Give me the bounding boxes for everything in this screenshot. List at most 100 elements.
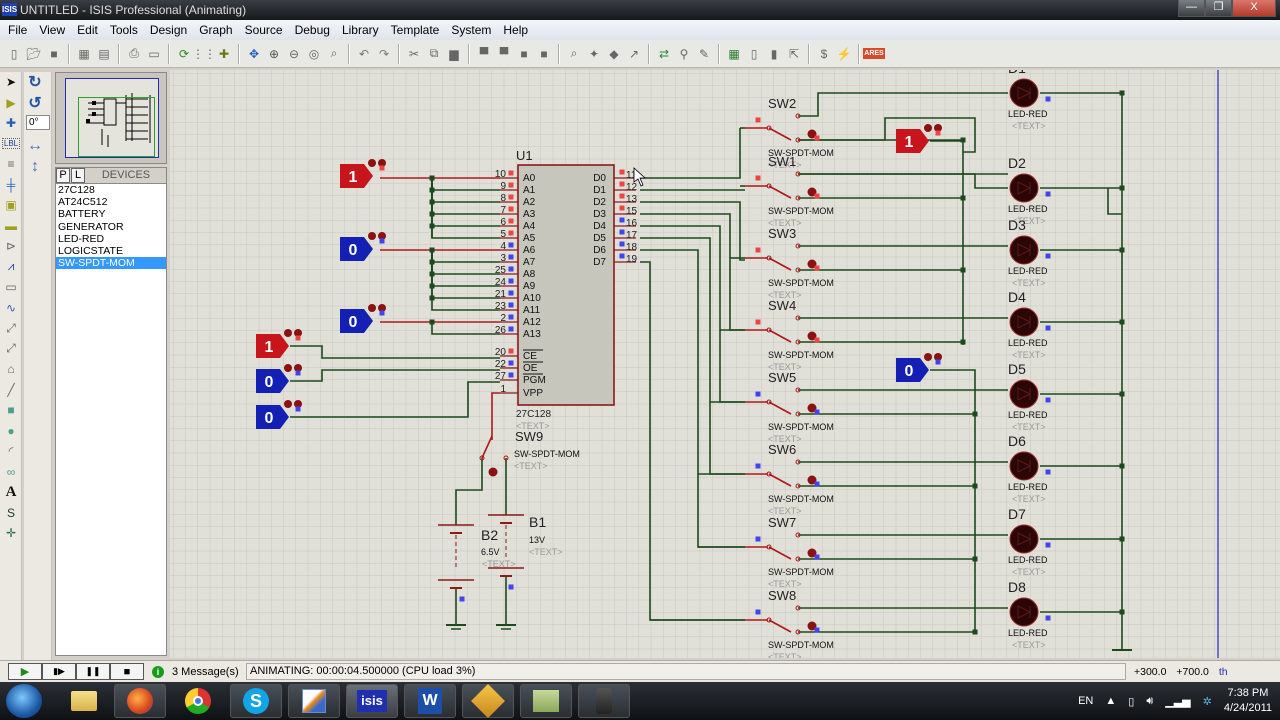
menu-design[interactable]: Design	[149, 23, 188, 37]
logic-state-body[interactable]	[340, 164, 373, 188]
property-assign-button[interactable]: ✎	[695, 44, 714, 63]
logic-state-ls-sw-lower[interactable]: 0	[896, 358, 929, 382]
menu-template[interactable]: Template	[390, 23, 440, 37]
taskbar-explorer[interactable]	[58, 684, 110, 718]
led-5[interactable]	[1009, 379, 1039, 409]
import-button[interactable]: ▦	[75, 44, 94, 63]
paste-button[interactable]: ▆	[445, 44, 464, 63]
logic-state-ls-a6-a11[interactable]: 0	[340, 237, 373, 261]
logic-state-value[interactable]: 0	[349, 242, 358, 259]
generator-tool[interactable]: ∿	[0, 298, 22, 319]
start-button[interactable]	[6, 684, 42, 718]
zoom-in-button[interactable]: ⊕	[265, 44, 284, 63]
new-file-button[interactable]: ▯	[5, 44, 24, 63]
show-hidden-icons[interactable]: ▲	[1105, 695, 1117, 707]
device-item[interactable]: 27C128	[58, 184, 95, 196]
menu-tools[interactable]: Tools	[109, 23, 138, 37]
text-script-tool[interactable]: ≡	[0, 154, 22, 175]
minimize-button[interactable]: —	[1178, 0, 1205, 17]
save-file-button[interactable]: ■	[45, 44, 64, 63]
logic-state-body[interactable]	[896, 129, 929, 153]
switch-button[interactable]	[807, 331, 817, 341]
circle-tool[interactable]: ●	[0, 421, 22, 442]
logic-state-ls-pgm[interactable]: 0	[256, 405, 289, 429]
packaging-button[interactable]: ◆	[605, 44, 624, 63]
device-item[interactable]: LOGICSTATE	[58, 244, 123, 257]
pan-button[interactable]: ✥	[245, 44, 264, 63]
led-8[interactable]	[1009, 597, 1039, 627]
switch-button[interactable]	[807, 475, 817, 485]
taskbar-notepad[interactable]	[520, 684, 572, 718]
logic-state-body[interactable]	[256, 334, 289, 358]
logic-state-body[interactable]	[340, 237, 373, 261]
units-toggle[interactable]: th	[1218, 665, 1228, 678]
play-button[interactable]: ▶	[8, 663, 42, 680]
logic-state-value[interactable]: 0	[905, 363, 914, 380]
mirror-x-icon[interactable]: ↔	[27, 137, 43, 155]
origin-button[interactable]: ✚	[215, 44, 234, 63]
logic-state-body[interactable]	[896, 358, 929, 382]
zoom-out-button[interactable]: ⊖	[285, 44, 304, 63]
sync-icon[interactable]: ✲	[1202, 695, 1212, 708]
logic-state-value[interactable]: 1	[905, 134, 914, 151]
search-tag-button[interactable]: ⚲	[675, 44, 694, 63]
grid-button[interactable]: ⋮⋮	[192, 44, 216, 63]
switch-button[interactable]	[807, 403, 817, 413]
logic-state-value[interactable]: 1	[349, 169, 358, 186]
zoom-area-button[interactable]: ⌕	[325, 44, 344, 63]
junction-dot-tool[interactable]: ✚	[0, 113, 22, 134]
decompose-button[interactable]: ↗	[625, 44, 644, 63]
block-copy-button[interactable]: ▀	[475, 44, 494, 63]
restore-button[interactable]: ❐	[1205, 0, 1232, 17]
menu-help[interactable]: Help	[503, 23, 529, 37]
redo-button[interactable]: ↷	[375, 44, 394, 63]
terminals-tool[interactable]: ▬	[0, 216, 22, 237]
action-center-icon[interactable]: ▯	[1128, 695, 1135, 708]
switch-button[interactable]	[807, 187, 817, 197]
menu-view[interactable]: View	[39, 23, 66, 37]
pick-device-button[interactable]: ⌕	[565, 44, 584, 63]
tape-recorder-tool[interactable]: ▭	[0, 277, 22, 298]
device-item[interactable]: AT24C512	[58, 196, 108, 209]
device-item[interactable]: BATTERY	[58, 208, 106, 221]
led-7[interactable]	[1009, 524, 1039, 554]
graph-tool[interactable]: ⩘	[0, 257, 22, 278]
copy-button[interactable]: ⧉	[425, 44, 444, 63]
block-rotate-button[interactable]: ■	[515, 44, 534, 63]
taskbar-isis[interactable]: isis	[346, 684, 398, 718]
taskbar-word[interactable]: W	[404, 684, 456, 718]
library-manager-button[interactable]: L	[71, 168, 85, 183]
stop-button[interactable]: ■	[110, 663, 144, 680]
switch-button[interactable]	[807, 129, 817, 139]
symbol-tool[interactable]: S	[0, 503, 22, 524]
logic-state-body[interactable]	[256, 369, 289, 393]
text-tool[interactable]: A	[0, 482, 22, 503]
volume-icon[interactable]: 🔊︎	[1146, 694, 1154, 707]
block-move-button[interactable]: ▀	[495, 44, 514, 63]
netlist-to-ares-button[interactable]: ARES	[863, 44, 885, 63]
led-3[interactable]	[1009, 235, 1039, 265]
menu-system[interactable]: System	[451, 23, 492, 37]
taskbar-chrome[interactable]	[172, 684, 224, 718]
marker-tool[interactable]: ✛	[0, 523, 22, 544]
led-4[interactable]	[1009, 307, 1039, 337]
menu-graph[interactable]: Graph	[199, 23, 233, 37]
taskbar-device[interactable]	[578, 684, 630, 718]
device-item[interactable]: SW-SPDT-MOM	[56, 257, 166, 270]
rotation-angle-input[interactable]	[26, 115, 50, 130]
bill-of-materials-button[interactable]: $	[815, 44, 834, 63]
menu-file[interactable]: File	[8, 23, 28, 37]
led-1[interactable]	[1009, 78, 1039, 108]
network-icon[interactable]: ▁▃▅	[1165, 695, 1191, 708]
messages-indicator[interactable]: i 3 Message(s)	[152, 665, 242, 678]
step-button[interactable]: ▮▶	[42, 663, 76, 680]
cut-button[interactable]: ✂	[405, 44, 424, 63]
mirror-y-icon[interactable]: ↕	[31, 157, 39, 175]
menu-library[interactable]: Library	[341, 23, 379, 37]
pick-devices-button[interactable]: P	[56, 168, 70, 183]
logic-state-value[interactable]: 0	[265, 374, 274, 391]
block-delete-button[interactable]: ■	[535, 44, 554, 63]
bus-tool[interactable]: ╪	[0, 175, 22, 196]
